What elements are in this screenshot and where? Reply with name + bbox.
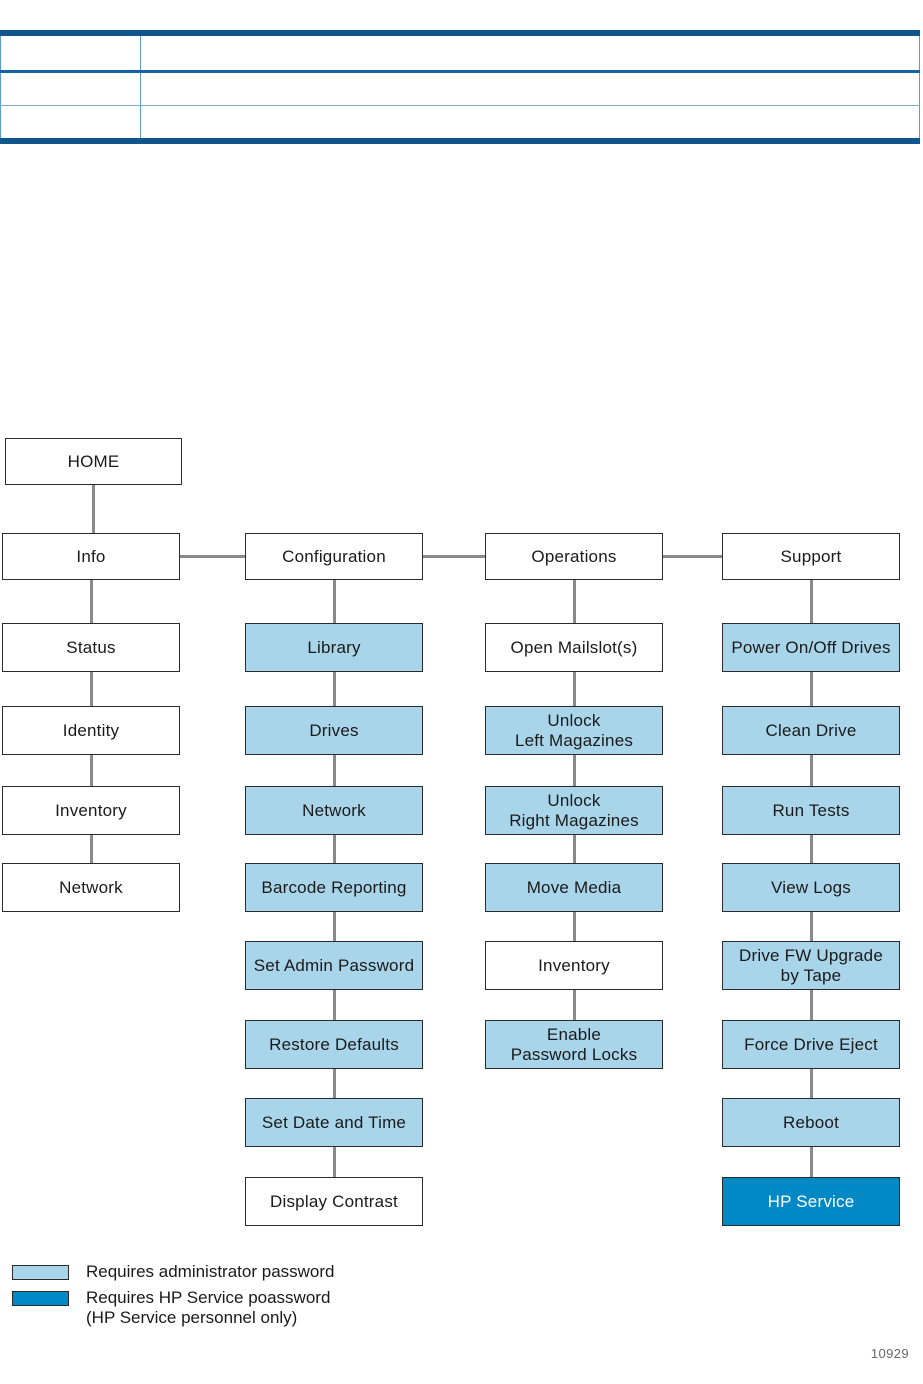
connector-support-4	[809, 912, 813, 941]
connector-support-2	[809, 755, 813, 786]
connector-operations-2	[572, 755, 576, 786]
connector-support-5	[809, 990, 813, 1020]
connector-support-0	[809, 580, 813, 623]
connector-support-7	[809, 1147, 813, 1177]
table-cell	[140, 105, 920, 144]
connector-support-6	[809, 1069, 813, 1098]
node-support-power-on-off-drives[interactable]: Power On/Off Drives	[722, 623, 900, 672]
node-support-run-tests[interactable]: Run Tests	[722, 786, 900, 835]
connector-configuration-7	[332, 1147, 336, 1177]
connector-operations-3	[572, 835, 576, 863]
connector-operations-0	[572, 580, 576, 623]
connector-header-configuration-to-operations	[423, 555, 485, 558]
node-support-view-logs[interactable]: View Logs	[722, 863, 900, 912]
specification-table-body	[0, 30, 920, 144]
connector-configuration-6	[332, 1069, 336, 1098]
figure-id: 10929	[870, 1346, 909, 1361]
legend-swatch-admin-icon	[12, 1265, 69, 1280]
connector-info-0	[89, 580, 93, 623]
legend-item-admin: Requires administrator password	[12, 1262, 335, 1283]
table-cell	[0, 105, 141, 144]
connector-configuration-3	[332, 835, 336, 863]
connector-operations-4	[572, 912, 576, 941]
node-home[interactable]: HOME	[5, 438, 182, 485]
node-operations[interactable]: Operations	[485, 533, 663, 580]
node-support-clean-drive[interactable]: Clean Drive	[722, 706, 900, 755]
node-operations-open-mailslot-s[interactable]: Open Mailslot(s)	[485, 623, 663, 672]
node-info[interactable]: Info	[2, 533, 180, 580]
node-configuration-restore-defaults[interactable]: Restore Defaults	[245, 1020, 423, 1069]
legend: Requires administrator password Requires…	[12, 1262, 335, 1334]
connector-info-3	[89, 835, 93, 863]
node-support-hp-service[interactable]: HP Service	[722, 1177, 900, 1226]
specification-table	[0, 30, 920, 144]
connector-configuration-0	[332, 580, 336, 623]
legend-label-service: Requires HP Service poassword (HP Servic…	[86, 1287, 331, 1328]
node-info-network[interactable]: Network	[2, 863, 180, 912]
connector-operations-5	[572, 990, 576, 1020]
table-cell	[0, 71, 141, 106]
connector-info-1	[89, 672, 93, 706]
node-configuration-drives[interactable]: Drives	[245, 706, 423, 755]
node-configuration-display-contrast[interactable]: Display Contrast	[245, 1177, 423, 1226]
connector-home-to-info	[92, 485, 95, 533]
node-info-inventory[interactable]: Inventory	[2, 786, 180, 835]
node-configuration-library[interactable]: Library	[245, 623, 423, 672]
node-configuration-set-date-and-time[interactable]: Set Date and Time	[245, 1098, 423, 1147]
node-configuration[interactable]: Configuration	[245, 533, 423, 580]
node-configuration-barcode-reporting[interactable]: Barcode Reporting	[245, 863, 423, 912]
table-row	[0, 71, 920, 106]
table-row	[0, 105, 920, 144]
node-configuration-set-admin-password[interactable]: Set Admin Password	[245, 941, 423, 990]
table-cell	[140, 30, 920, 73]
table-row	[0, 30, 920, 73]
legend-item-service: Requires HP Service poassword (HP Servic…	[12, 1288, 335, 1329]
connector-configuration-1	[332, 672, 336, 706]
node-support[interactable]: Support	[722, 533, 900, 580]
node-configuration-network[interactable]: Network	[245, 786, 423, 835]
node-support-force-drive-eject[interactable]: Force Drive Eject	[722, 1020, 900, 1069]
table-cell	[140, 71, 920, 106]
node-operations-inventory[interactable]: Inventory	[485, 941, 663, 990]
connector-header-operations-to-support	[663, 555, 722, 558]
node-support-reboot[interactable]: Reboot	[722, 1098, 900, 1147]
node-info-status[interactable]: Status	[2, 623, 180, 672]
connector-operations-1	[572, 672, 576, 706]
legend-label-admin: Requires administrator password	[86, 1262, 335, 1281]
connector-info-2	[89, 755, 93, 786]
connector-support-1	[809, 672, 813, 706]
connector-configuration-2	[332, 755, 336, 786]
node-info-identity[interactable]: Identity	[2, 706, 180, 755]
table-cell	[0, 30, 141, 73]
connector-configuration-4	[332, 912, 336, 941]
connector-configuration-5	[332, 990, 336, 1020]
connector-header-info-to-configuration	[180, 555, 245, 558]
node-operations-move-media[interactable]: Move Media	[485, 863, 663, 912]
connector-support-3	[809, 835, 813, 863]
legend-swatch-service-icon	[12, 1290, 69, 1306]
